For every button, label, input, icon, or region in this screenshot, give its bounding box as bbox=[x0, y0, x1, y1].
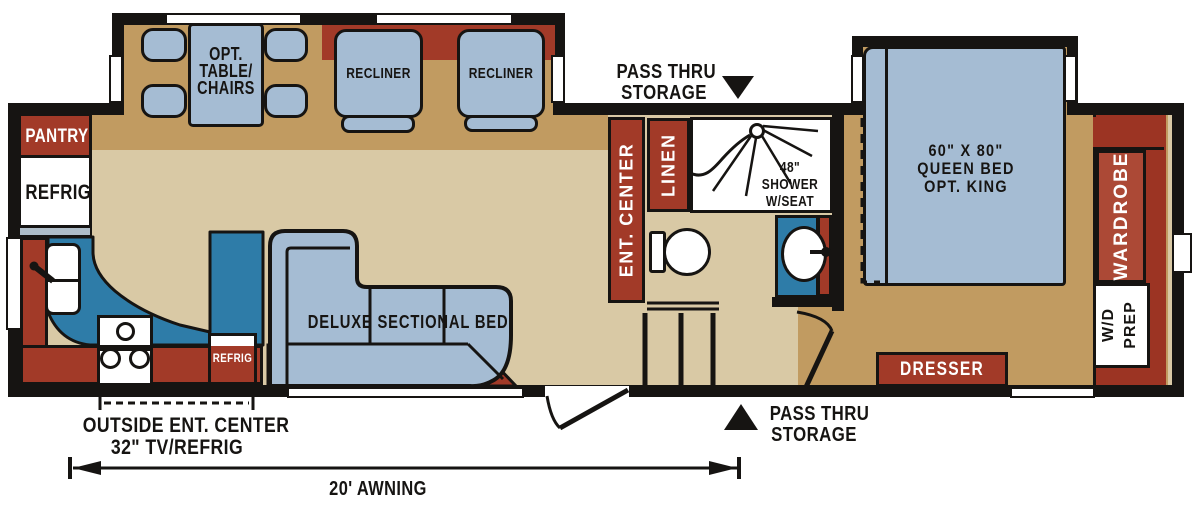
outside-ent-center-bracket-ticks bbox=[98, 396, 255, 410]
bedroom-door-panel bbox=[803, 329, 835, 389]
entry-door-opening bbox=[545, 386, 629, 398]
entry-door-swing-arc bbox=[545, 395, 562, 430]
window bbox=[1010, 387, 1095, 398]
sectional-sofa bbox=[268, 229, 513, 389]
pass-thru-bottom-line1: PASS THRU bbox=[769, 402, 870, 425]
shower-curtain-line bbox=[689, 133, 751, 177]
rear-window bbox=[1172, 233, 1192, 273]
window bbox=[6, 237, 22, 330]
awning-dimension-ticks bbox=[68, 457, 741, 479]
recliner-left-ottoman bbox=[341, 115, 415, 133]
refrigerator-label: REFRIG bbox=[25, 181, 92, 204]
pantry-label: PANTRY bbox=[25, 126, 89, 147]
step-treads bbox=[642, 313, 716, 385]
bed-headboard-line bbox=[885, 49, 888, 283]
dinette-label: OPT. TABLE/ CHAIRS bbox=[189, 44, 263, 98]
sink-divider bbox=[48, 279, 78, 282]
bedroom-door-swing-arc bbox=[796, 310, 834, 332]
pass-thru-top-line2: STORAGE bbox=[621, 80, 707, 104]
linen-label: LINEN bbox=[658, 133, 679, 197]
outside-ent-center-line2: 32" TV/REFRIG bbox=[110, 435, 244, 459]
recliner-left-label: RECLINER bbox=[346, 65, 411, 82]
pass-thru-bottom-line2: STORAGE bbox=[771, 423, 857, 446]
bathroom-wall bbox=[832, 115, 844, 311]
bed-label: 60" X 80" QUEEN BED OPT. KING bbox=[900, 142, 1033, 196]
window bbox=[375, 13, 513, 25]
bed-label-line3: OPT. KING bbox=[924, 177, 1008, 196]
dinette-chair bbox=[141, 28, 187, 62]
outside-ent-center-label: OUTSIDE ENT. CENTER 32" TV/REFRIG bbox=[83, 414, 289, 459]
wd-prep-label-line1: W/D bbox=[1100, 307, 1117, 343]
counter-refrigerator-top bbox=[211, 336, 254, 346]
window bbox=[165, 13, 302, 25]
wardrobe-label: WARDROBE bbox=[1111, 151, 1132, 281]
shower-label-line2: SHOWER bbox=[761, 176, 819, 193]
wardrobe-top-cabinet bbox=[1093, 117, 1164, 150]
window bbox=[851, 55, 864, 103]
window bbox=[287, 387, 524, 398]
shower-label-line3: W/SEAT bbox=[765, 193, 815, 210]
bed-label-line1: 60" X 80" bbox=[928, 141, 1004, 160]
wardrobe bbox=[1096, 150, 1146, 283]
sectional-cushion-lines bbox=[285, 246, 505, 384]
counter-refrigerator-label: REFRIG bbox=[212, 353, 253, 365]
queen-bed bbox=[863, 46, 1066, 286]
awning-arrowhead-right bbox=[709, 461, 737, 475]
dinette-chair bbox=[264, 28, 308, 62]
pass-thru-arrow-up-icon bbox=[724, 404, 758, 430]
dresser-label: DRESSER bbox=[900, 359, 984, 380]
dinette-chair bbox=[264, 84, 308, 118]
burner bbox=[116, 322, 135, 341]
pass-thru-top-label: PASS THRU STORAGE bbox=[616, 61, 715, 104]
entertainment-center bbox=[608, 117, 645, 303]
recliner-left bbox=[334, 29, 423, 118]
shower-label-line1: 48" bbox=[779, 159, 801, 176]
burner bbox=[129, 348, 150, 369]
window bbox=[109, 55, 123, 103]
linen-cabinet bbox=[647, 118, 690, 212]
recliner-right-label: RECLINER bbox=[468, 65, 534, 82]
recliner-right-ottoman bbox=[464, 115, 538, 132]
pass-thru-top-line1: PASS THRU bbox=[616, 60, 717, 83]
dinette-label-line3: CHAIRS bbox=[197, 78, 255, 98]
outside-ent-center-line1: OUTSIDE ENT. CENTER bbox=[82, 413, 290, 437]
pass-thru-bottom-label: PASS THRU STORAGE bbox=[770, 403, 869, 446]
ent-center-label: ENT. CENTER bbox=[616, 142, 637, 278]
washer-dryer-prep bbox=[1093, 283, 1150, 368]
slide-travel-dashed-line bbox=[860, 118, 880, 284]
shower-head-icon bbox=[749, 123, 765, 139]
awning-label: 20' AWNING bbox=[329, 478, 427, 500]
entry-door-panel bbox=[558, 387, 630, 431]
pass-thru-arrow-down-icon bbox=[722, 76, 754, 99]
dresser bbox=[876, 352, 1008, 387]
wd-prep-label-line2: PREP bbox=[1122, 301, 1139, 349]
window bbox=[1064, 55, 1077, 102]
toilet-bowl bbox=[663, 228, 711, 276]
dinette-label-line1: OPT. bbox=[209, 44, 243, 64]
bed-label-line2: QUEEN BED bbox=[917, 159, 1015, 178]
dinette-chair bbox=[141, 84, 187, 118]
shower-label: 48" SHOWER W/SEAT bbox=[756, 159, 823, 210]
shower-spray-lines bbox=[711, 124, 819, 197]
sectional-label: DELUXE SECTIONAL BED bbox=[307, 312, 509, 332]
vanity-base bbox=[772, 297, 835, 307]
dinette-label-line2: TABLE/ bbox=[199, 61, 253, 81]
kitchen-faucet-knob bbox=[29, 261, 39, 271]
step-nosing-lines bbox=[647, 301, 719, 311]
window bbox=[551, 55, 565, 103]
pantry-cabinet bbox=[18, 113, 92, 158]
awning-arrowhead-left bbox=[73, 461, 101, 475]
bathroom-faucet-knob bbox=[821, 247, 831, 257]
burner bbox=[100, 348, 121, 369]
